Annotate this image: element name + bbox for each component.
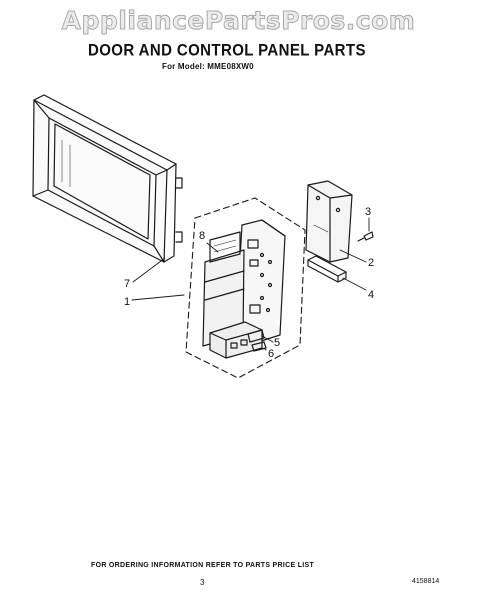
screw-icon bbox=[357, 231, 374, 242]
model-subtitle: For Model: MME08XW0 bbox=[162, 62, 254, 71]
switch-parts bbox=[247, 329, 267, 352]
callout-hinge-plate: 4 bbox=[368, 289, 374, 301]
keypad-label-part bbox=[209, 231, 241, 263]
callout-screw: 3 bbox=[365, 206, 371, 218]
switch-block bbox=[209, 321, 263, 359]
ordering-note: FOR ORDERING INFORMATION REFER TO PARTS … bbox=[91, 562, 315, 569]
leader-lines bbox=[131, 217, 370, 351]
control-panel-group-outline bbox=[185, 197, 306, 379]
callout-switch-lower: 6 bbox=[268, 348, 274, 360]
watermark: AppliancePartsPros.com bbox=[61, 6, 416, 36]
callout-keypad-label: 8 bbox=[199, 230, 205, 242]
document-code: 4158814 bbox=[412, 578, 440, 585]
page-title: DOOR AND CONTROL PANEL PARTS bbox=[88, 41, 366, 60]
callout-bracket: 2 bbox=[368, 257, 374, 269]
callout-control-panel: 1 bbox=[124, 296, 130, 308]
bracket-part bbox=[305, 180, 353, 263]
control-panel-housing bbox=[202, 219, 286, 347]
callout-door: 7 bbox=[124, 278, 130, 290]
page-number: 3 bbox=[200, 578, 205, 587]
callout-switch-upper: 5 bbox=[274, 337, 280, 349]
door-frame bbox=[32, 94, 177, 263]
door-latch-hooks bbox=[175, 177, 183, 243]
